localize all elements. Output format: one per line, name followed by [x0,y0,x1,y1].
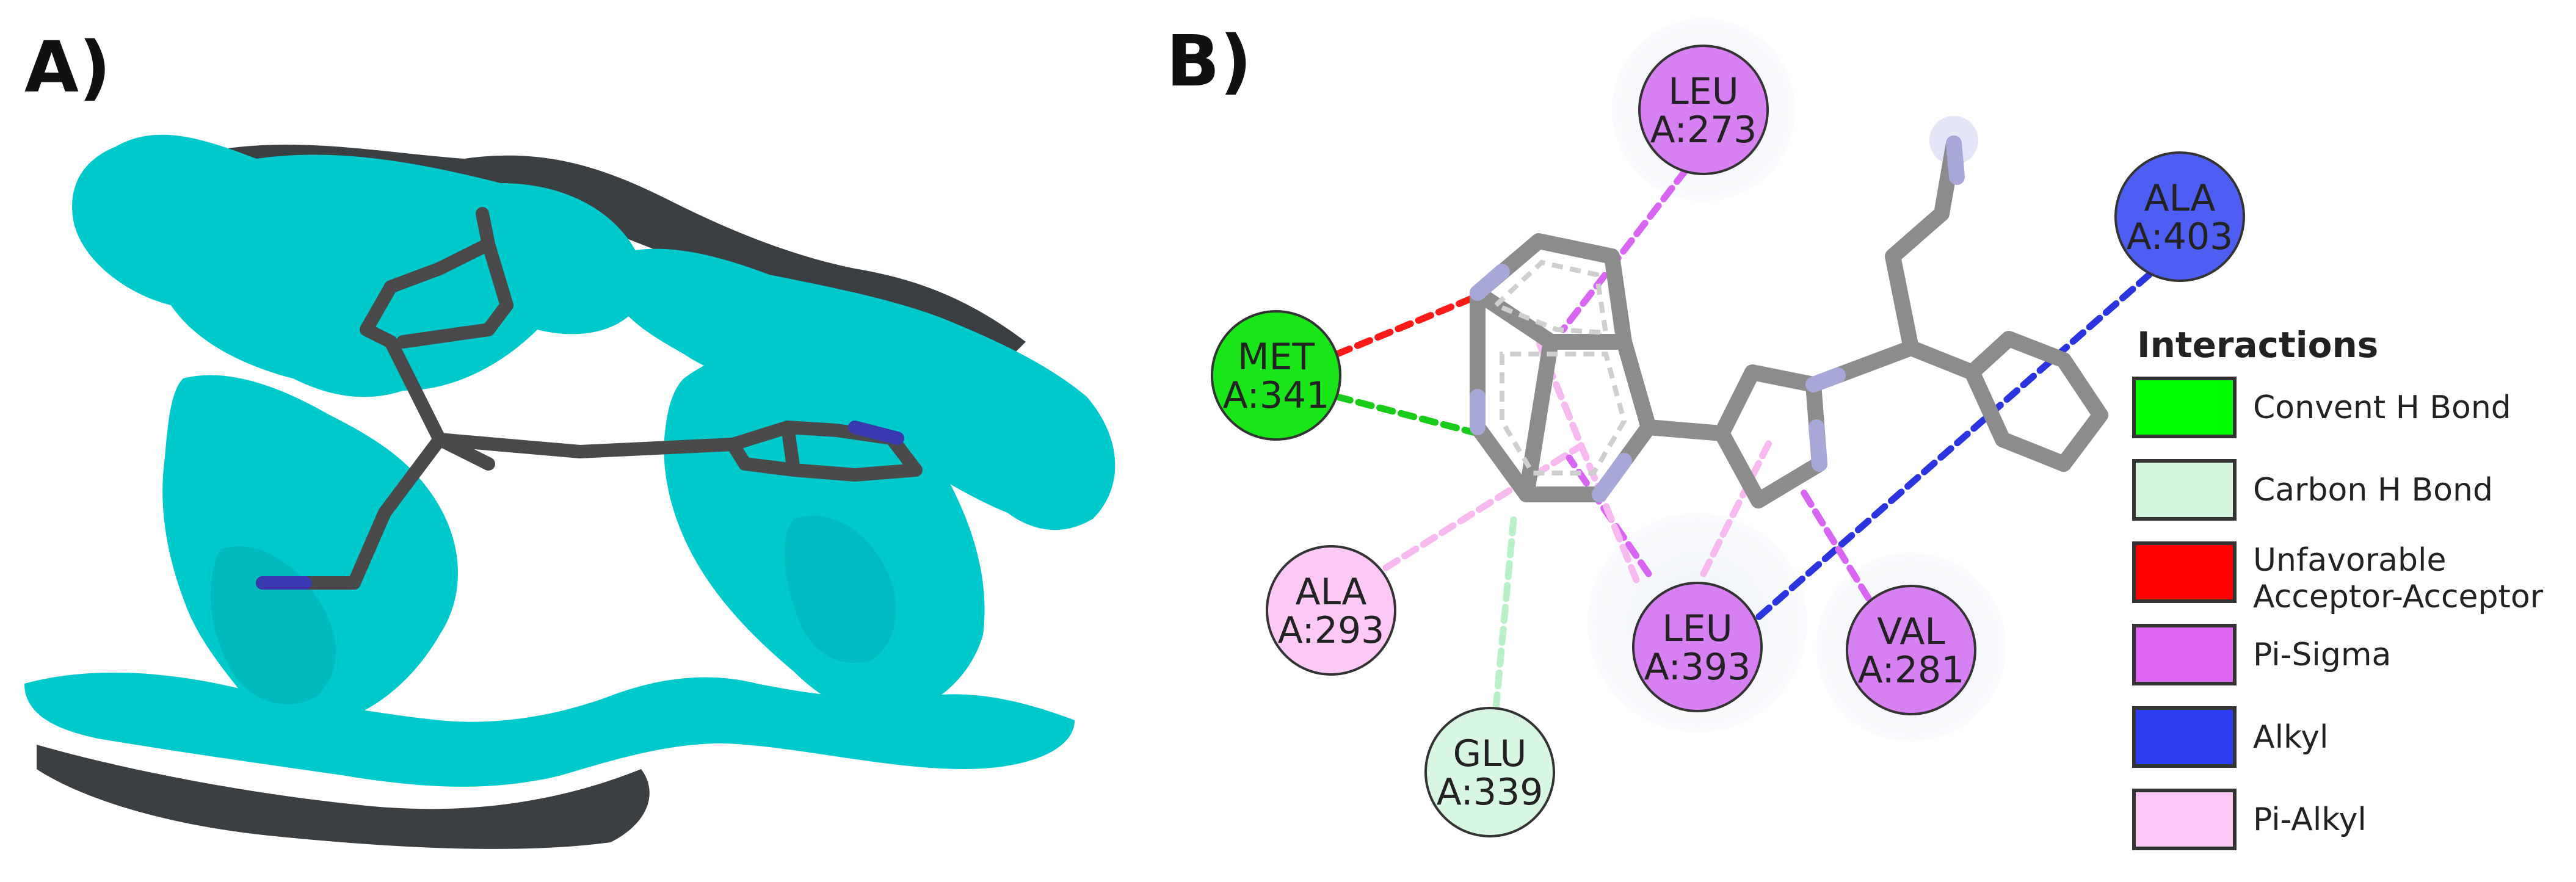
panel-a-binding-pocket [24,134,1116,849]
residue-val281-name: VAL [1877,610,1945,653]
residue-leu273-circle [1638,45,1769,175]
interaction-met341-hbond [1333,393,1481,437]
ligand-2d-nitrogens [1470,136,1965,502]
residue-met341-number: A:341 [1223,374,1330,417]
residue-met341-name: MET [1238,336,1315,378]
legend-item-pi-sigma: Pi-Sigma [2132,624,2391,685]
interaction-leu273-pisigma [1559,167,1689,333]
legend-label-carbon-h-bond: Carbon H Bond [2253,472,2493,508]
interaction-ala293-pialkyl [1382,442,1585,571]
panel-a-label: A) [24,27,111,109]
legend-label-convent-h-bond: Convent H Bond [2253,389,2511,426]
legend-item-alkyl: Alkyl [2132,706,2329,768]
legend-swatch-pi-sigma [2132,624,2237,685]
residue-ala403-name: ALA [2144,177,2216,220]
legend-swatch-carbon-h-bond [2132,459,2237,521]
surface-shadow-right [784,515,896,663]
interaction-ala403-alkyl [1749,271,2153,626]
legend-swatch-unfavorable [2132,541,2237,603]
legend-label-alkyl: Alkyl [2253,719,2329,756]
residue-ala293[interactable]: ALA A:293 [1266,545,1396,676]
legend-label-pi-alkyl: Pi-Alkyl [2253,801,2367,838]
interaction-met341-unfavorable [1333,292,1481,358]
residue-leu273-number: A:273 [1650,109,1757,151]
residue-val281[interactable]: VAL A:281 [1846,585,1976,715]
interaction-lines [1333,167,2153,712]
residue-val281-circle [1846,585,1976,715]
legend-title: Interactions [2137,324,2378,366]
legend-item-convent-h-bond: Convent H Bond [2132,377,2511,438]
legend-swatch-convent-h-bond [2132,377,2237,438]
ligand-nitrogen-ring [848,421,904,445]
surface-dark-bottom-ribbon [37,745,650,849]
legend-item-unfavorable-acceptor-acceptor: Unfavorable Acceptor-Acceptor [2132,541,2544,615]
legend-label-unfavorable-line1: Unfavorable [2253,542,2446,579]
legend-label-unfavorable-line2: Acceptor-Acceptor [2253,579,2544,615]
residue-glu339-number: A:339 [1437,771,1544,814]
residue-leu393-number: A:393 [1644,646,1751,689]
interaction-leu393-pisigma-b [1700,436,1774,577]
legend-item-pi-alkyl: Pi-Alkyl [2132,789,2367,850]
residue-glu339[interactable]: GLU A:339 [1424,707,1555,837]
residue-leu273[interactable]: LEU A:273 [1638,45,1769,175]
interactions-legend: Interactions Convent H Bond Carbon H Bon… [2132,324,2544,850]
residue-ala293-name: ALA [1296,571,1367,613]
interaction-leu393-pisigma-c [1535,338,1640,584]
residue-leu393-name: LEU [1662,607,1732,650]
residue-ala403-number: A:403 [2127,215,2233,258]
interaction-val281-pisigma [1798,485,1872,602]
surface-upper-left [72,134,647,397]
residue-leu273-name: LEU [1668,70,1738,113]
legend-swatch-alkyl [2132,706,2237,768]
residue-glu339-name: GLU [1453,732,1527,775]
residue-ala293-number: A:293 [1278,609,1385,652]
legend-swatch-pi-alkyl [2132,789,2237,850]
residue-ala403[interactable]: ALA A:403 [2114,151,2245,282]
interaction-glu339-carbonhbond [1492,509,1518,712]
residues: MET A:341 LEU A:273 ALA A:403 ALA A:293 … [1211,45,2245,837]
legend-label-pi-sigma: Pi-Sigma [2253,637,2391,673]
residue-glu339-circle [1424,707,1555,837]
residue-val281-number: A:281 [1858,649,1965,692]
ligand-2d-aromatic-dashes [1491,259,1627,475]
legend-item-carbon-h-bond: Carbon H Bond [2132,459,2493,521]
residue-met341[interactable]: MET A:341 [1211,310,1341,441]
residue-ala403-circle [2114,151,2245,282]
ligand-2d-structure [1470,136,2108,508]
residue-leu393-circle [1632,582,1763,712]
residue-ala293-circle [1266,545,1396,676]
residue-leu393[interactable]: LEU A:393 [1632,582,1763,712]
residue-met341-circle [1211,310,1341,441]
panel-b-label: B) [1166,21,1252,103]
